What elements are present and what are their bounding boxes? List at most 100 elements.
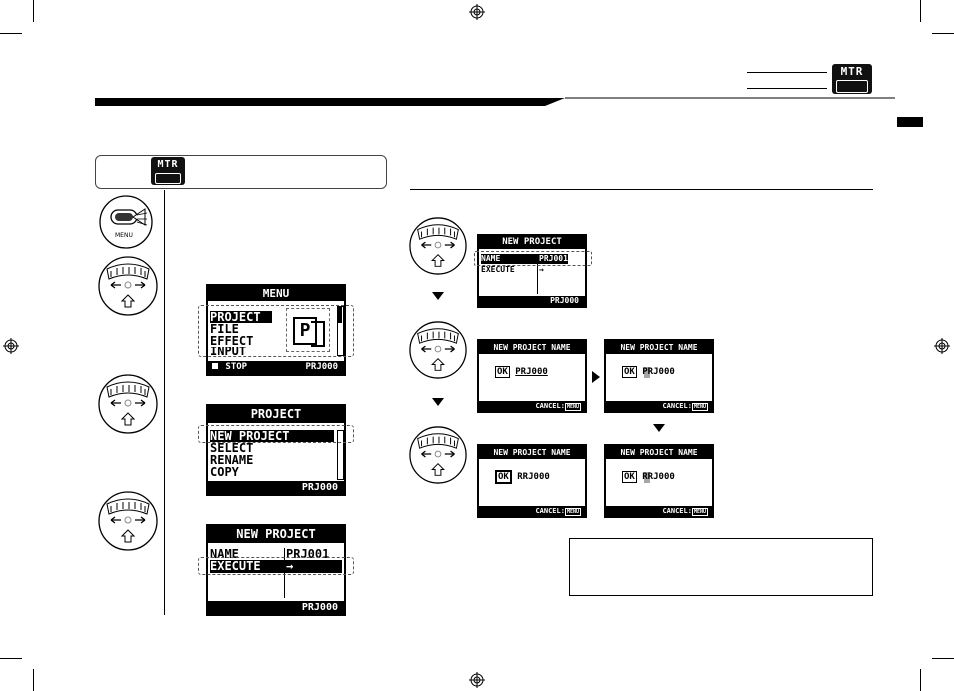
transport-status: STOP	[225, 362, 248, 372]
project-name-value: PRJ000	[515, 367, 548, 377]
lcd-footer: STOP PRJ000	[208, 361, 344, 374]
ok-button: OK	[622, 471, 637, 483]
mtr-mode-badge: MTR	[151, 157, 185, 185]
lcd-title: NEW PROJECT NAME	[606, 446, 712, 459]
crop-mark	[920, 0, 921, 22]
column-divider	[284, 548, 285, 598]
highlight-box	[198, 557, 354, 575]
crop-mark	[0, 658, 22, 659]
name-label: NAME	[481, 254, 539, 264]
jog-dial-icon	[409, 217, 467, 275]
header-rule	[747, 72, 827, 73]
column-divider	[537, 254, 538, 294]
mtr-mode-badge: MTR	[832, 64, 872, 94]
registration-mark-icon	[3, 338, 19, 354]
badge-ticks-icon	[155, 173, 181, 184]
section-rule	[410, 189, 873, 190]
lcd-footer: CANCEL:MENU	[479, 401, 585, 411]
registration-mark-icon	[469, 672, 485, 688]
lcd-new-project-screen: NEW PROJECT NAME PRJ001 EXECUTE → PRJ000	[206, 524, 346, 616]
crop-mark	[0, 33, 22, 34]
lcd-footer: CANCEL:MENU	[606, 506, 712, 516]
crop-mark	[932, 658, 954, 659]
ok-button: OK	[495, 366, 510, 378]
mode-panel-header	[95, 155, 387, 189]
chapter-tab	[897, 117, 923, 127]
project-folder-icon: P	[286, 308, 330, 352]
scrollbar	[337, 306, 344, 356]
jog-dial-icon	[98, 374, 158, 434]
lcd-name-edit-screen: NEW PROJECT NAME OK PRJ000 CANCEL:MENU	[477, 339, 587, 413]
current-project: PRJ000	[301, 602, 338, 613]
menu-key-icon: MENU	[691, 403, 708, 411]
lcd-menu-item: NEW PROJECT	[210, 430, 334, 442]
lcd-title: PROJECT	[208, 406, 344, 423]
highlight-box	[198, 305, 354, 357]
menu-button-caption: MENU	[115, 232, 133, 239]
mtr-badge-label: MTR	[840, 65, 864, 78]
registration-mark-icon	[934, 338, 950, 354]
ok-button: OK	[622, 366, 637, 378]
lcd-title: NEW PROJECT NAME	[479, 341, 585, 354]
lcd-menu-item: RENAME	[210, 453, 254, 467]
highlight-box	[198, 425, 354, 443]
cancel-hint: CANCEL:	[535, 402, 565, 410]
lcd-title: NEW PROJECT	[479, 236, 585, 249]
jog-dial-icon	[409, 426, 467, 484]
lcd-menu-item: FILE	[210, 322, 239, 336]
ok-button: OK	[495, 470, 512, 484]
scrollbar	[337, 430, 344, 480]
highlight-box	[474, 251, 592, 266]
current-project: PRJ000	[301, 482, 338, 493]
lcd-title: NEW PROJECT	[208, 526, 344, 543]
execute-value: →	[286, 559, 294, 573]
jog-dial-icon	[409, 321, 467, 379]
lcd-menu-item: INPUT	[210, 347, 247, 355]
lcd-title: NEW PROJECT NAME	[479, 446, 585, 459]
project-name-value: PRJ000	[642, 367, 675, 377]
header-banner	[95, 97, 895, 106]
menu-button-icon	[99, 195, 153, 249]
menu-key-icon: MENU	[564, 508, 581, 516]
lcd-project-screen: PROJECT NEW PROJECT SELECT RENAME COPY P…	[206, 404, 346, 496]
lcd-name-edit-screen: NEW PROJECT NAME OK PRJ000 CANCEL:MENU	[604, 339, 714, 413]
lcd-menu-screen: MENU PROJECT FILE EFFECT INPUT P STOP PR…	[206, 284, 346, 376]
lcd-menu-item: EFFECT	[210, 334, 254, 348]
execute-value: →	[539, 265, 544, 274]
execute-label: EXECUTE	[481, 265, 515, 274]
lcd-menu-item: SELECT	[210, 441, 254, 455]
cursor-block	[644, 472, 650, 483]
cancel-hint: CANCEL:	[535, 507, 565, 515]
crop-mark	[33, 0, 34, 22]
lcd-menu-item: PROJECT	[210, 311, 272, 323]
stop-icon	[212, 363, 218, 369]
arrow-down-icon	[432, 398, 444, 406]
lcd-footer: PRJ000	[479, 296, 585, 306]
project-name-value: RRJ000	[517, 472, 550, 482]
scrollbar-thumb	[338, 307, 342, 323]
arrow-down-icon	[653, 424, 665, 432]
lcd-title: NEW PROJECT NAME	[606, 341, 712, 354]
cursor-block	[644, 367, 650, 378]
crop-mark	[932, 33, 954, 34]
menu-key-icon: MENU	[564, 403, 581, 411]
arrow-down-icon	[432, 292, 444, 300]
badge-ticks-icon	[836, 80, 868, 93]
jog-dial-icon	[98, 256, 158, 316]
step-divider	[164, 190, 165, 615]
project-name-value: RRJ000	[642, 472, 675, 482]
registration-mark-icon	[469, 4, 485, 20]
lcd-name-edit-screen: NEW PROJECT NAME OK RRJ000 CANCEL:MENU	[477, 444, 587, 518]
lcd-footer: PRJ000	[208, 481, 344, 494]
crop-mark	[920, 669, 921, 691]
mtr-badge-label: MTR	[157, 159, 179, 170]
lcd-footer: CANCEL:MENU	[479, 506, 585, 516]
lcd-footer: CANCEL:MENU	[606, 401, 712, 411]
lcd-name-edit-screen: NEW PROJECT NAME OK RRJ000 CANCEL:MENU	[604, 444, 714, 518]
menu-key-icon: MENU	[691, 508, 708, 516]
lcd-footer: PRJ000	[208, 601, 344, 614]
jog-dial-icon	[98, 491, 158, 551]
lcd-title: MENU	[208, 286, 344, 301]
current-project: PRJ000	[305, 362, 338, 372]
lcd-new-project-screen: NEW PROJECT NAME PRJ001 EXECUTE → PRJ000	[477, 234, 587, 308]
